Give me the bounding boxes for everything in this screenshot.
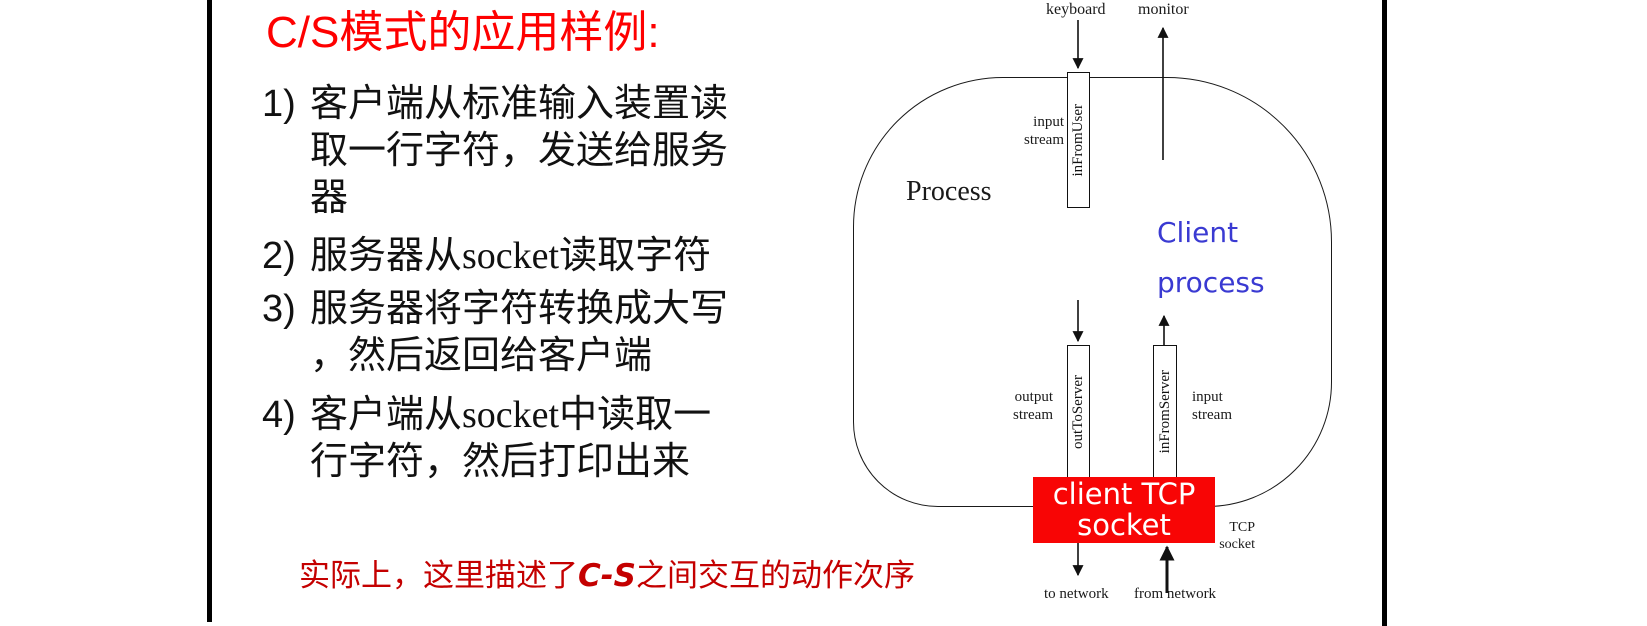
list-item-1-line-2: 取一行字符，发送给服务	[310, 130, 729, 172]
client-tcp-socket-box-line2: socket	[1077, 508, 1171, 542]
list-item-1-line-1: 客户端从标准输入装置读	[310, 83, 729, 125]
input-stream-bottom-line1: input	[1192, 389, 1223, 405]
from-network-label: from network	[1134, 586, 1217, 602]
input-stream-bottom-label: input stream	[1192, 388, 1252, 424]
slide-right-border	[1382, 0, 1387, 626]
list-item-2-number: 2)	[262, 235, 296, 277]
list-item-3-number: 3)	[262, 288, 296, 330]
footnote-suffix: 之间交互的动作次序	[635, 558, 915, 593]
list-item-2-text: 服务器从socket读取字符	[310, 233, 792, 280]
outtoserver-stream-box: outToServer	[1067, 345, 1090, 478]
client-tcp-socket-box: client TCP socket	[1033, 477, 1215, 543]
outtoserver-stream-box-label: outToServer	[1070, 374, 1086, 449]
output-stream-label: output stream	[997, 388, 1053, 424]
list-item-3: 3) 服务器将字符转换成大写 ，然后返回给客户端	[262, 286, 792, 380]
list-item-4: 4) 客户端从socket中读取一 行字符，然后打印出来	[262, 392, 792, 486]
list-item-1-text: 客户端从标准输入装置读 取一行字符，发送给服务 器	[310, 81, 792, 222]
to-network-label: to network	[1044, 586, 1109, 602]
infromserver-stream-box-label: inFromServer	[1156, 369, 1173, 454]
infromuser-stream-box-label: inFromUser	[1070, 103, 1086, 177]
footnote: 实际上，这里描述了C-S之间交互的动作次序	[299, 558, 915, 594]
list-item-1-line-3: 器	[310, 177, 349, 219]
input-stream-top-line2: stream	[1024, 132, 1064, 148]
keyboard-label: keyboard	[1046, 1, 1106, 18]
footnote-cs-highlight: C-S	[578, 558, 636, 594]
infromserver-stream-box: inFromServer	[1153, 345, 1177, 478]
client-process-label-line2: process	[1157, 266, 1265, 299]
list-item-3-line-2: ，然后返回给客户端	[310, 335, 653, 377]
footnote-prefix: 实际上，这里描述了	[299, 558, 578, 593]
input-stream-top-line1: input	[1033, 114, 1064, 130]
list-item-4-number: 4)	[262, 394, 296, 436]
tcp-socket-side-label: TCP socket	[1203, 519, 1255, 553]
infromuser-stream-box: inFromUser	[1067, 72, 1090, 208]
list-item-3-line-1: 服务器将字符转换成大写	[310, 288, 729, 330]
list-item-4-line-1: 客户端从socket中读取一	[310, 394, 712, 436]
tcp-socket-side-label-line2: socket	[1219, 537, 1255, 552]
client-tcp-socket-box-line1: client TCP	[1052, 477, 1196, 511]
input-stream-top-label: input stream	[1008, 113, 1064, 149]
slide-title: C/S模式的应用样例:	[266, 8, 660, 57]
list-item-1-number: 1)	[262, 83, 296, 125]
slide-left-border	[207, 0, 212, 622]
list-item-1: 1) 客户端从标准输入装置读 取一行字符，发送给服务 器	[262, 81, 792, 222]
monitor-label: monitor	[1138, 1, 1189, 18]
list-item-3-text: 服务器将字符转换成大写 ，然后返回给客户端	[310, 286, 792, 380]
client-process-label-line1: Client	[1157, 216, 1239, 249]
output-stream-line1: output	[1014, 389, 1053, 405]
input-stream-bottom-line2: stream	[1192, 407, 1232, 423]
tcp-socket-side-label-line1: TCP	[1229, 520, 1255, 535]
client-process-label: Client process	[1157, 208, 1265, 308]
list-item-2-line-1: 服务器从socket读取字符	[310, 235, 712, 277]
process-label: Process	[906, 176, 992, 207]
output-stream-line2: stream	[1013, 407, 1053, 423]
list-item-4-line-2: 行字符，然后打印出来	[310, 441, 691, 483]
list-item-2: 2) 服务器从socket读取字符	[262, 233, 792, 280]
list-item-4-text: 客户端从socket中读取一 行字符，然后打印出来	[310, 392, 792, 486]
